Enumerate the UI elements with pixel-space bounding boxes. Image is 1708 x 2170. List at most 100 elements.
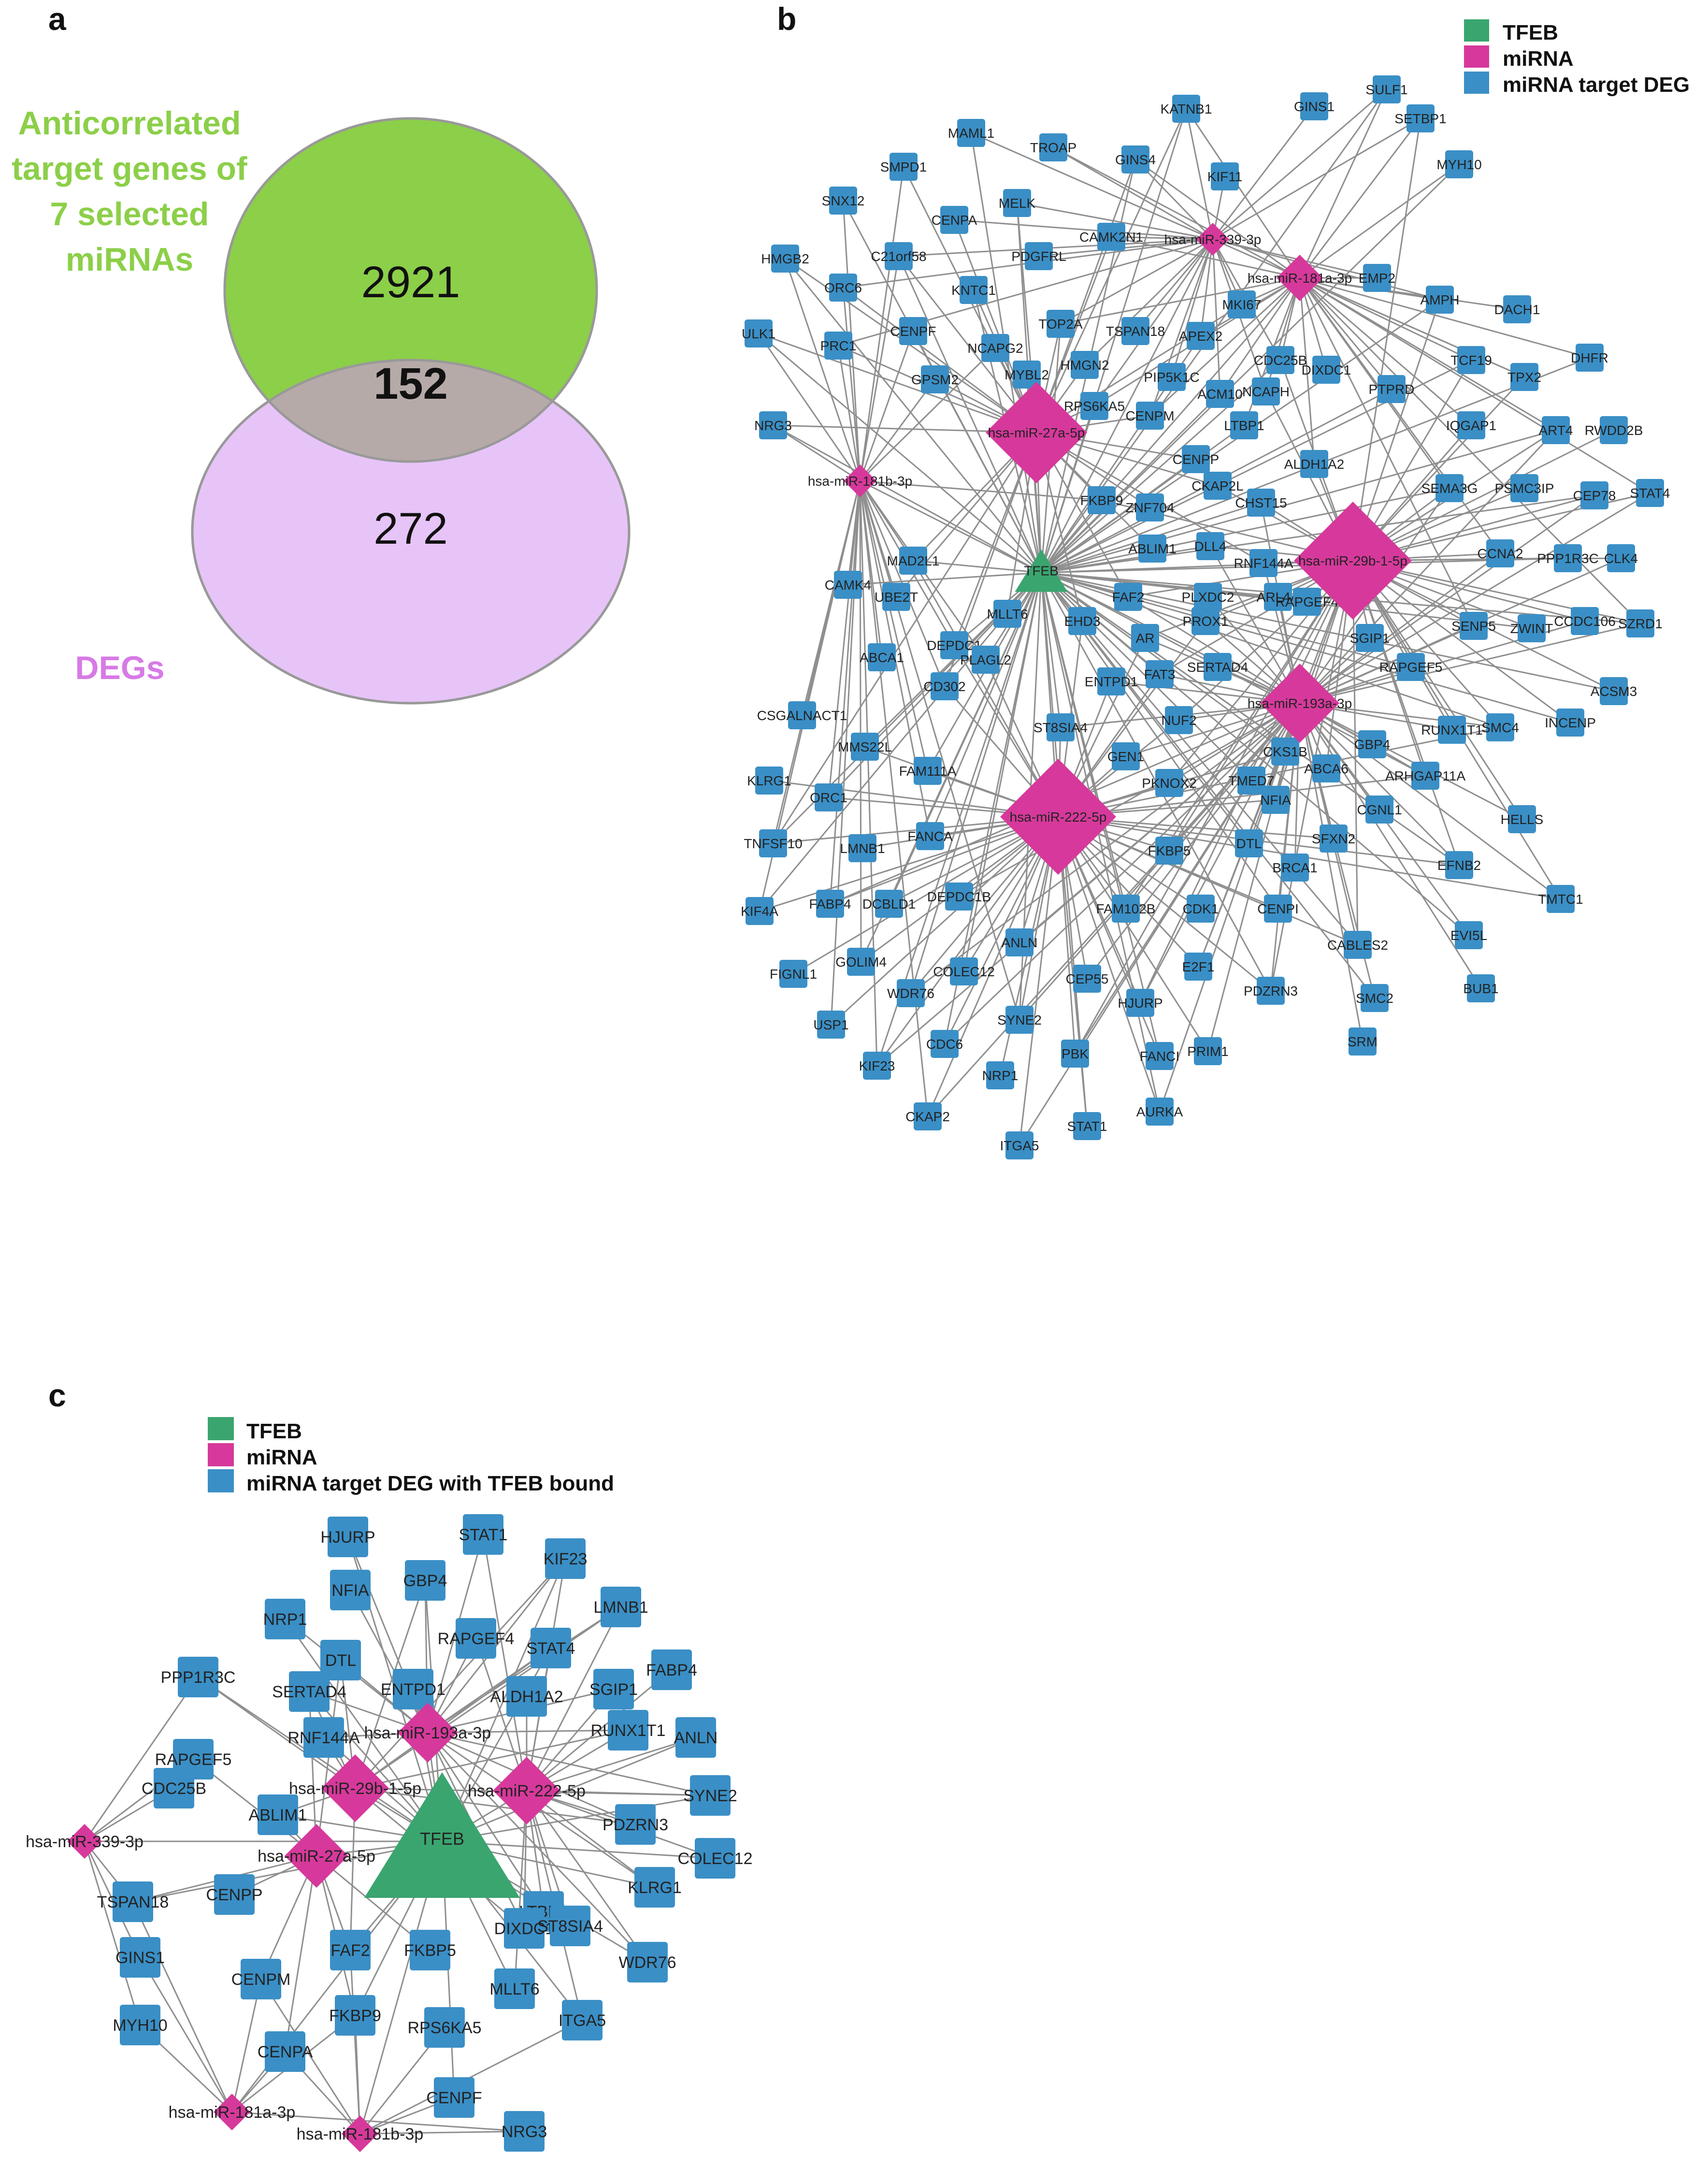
gene-node-smc2 [1361,984,1389,1012]
gene-node-sulf1 [1373,75,1401,103]
gene-node-cks1b [1271,738,1299,766]
gene-node-ckap2l [1204,472,1232,500]
gene-label: FAF2 [330,1941,370,1960]
edge [1041,572,1300,704]
gene-node-entpd1 [1097,667,1125,695]
gene-node-fabp4 [651,1649,692,1690]
edge [1299,277,1501,554]
gene-label: CD302 [923,679,965,694]
edge [1299,702,1522,820]
gene-label: FAM102B [1096,901,1156,916]
panel-a: a 2921 152 272 Anticorrelated target gen… [12,1,631,705]
gene-label: CENPI [1257,901,1299,916]
gene-label: PSMC3IP [1495,481,1554,496]
edge [1057,816,1209,1052]
edge [1041,494,1595,574]
gene-node-hmgb2 [771,245,799,273]
gene-label: CSGALNACT1 [757,708,847,723]
gene-label: TMED7 [1229,773,1275,788]
edge [1093,239,1214,406]
edge [1299,277,1590,359]
gene-node-golim4 [847,948,875,976]
gene-node-klrg1 [634,1867,675,1908]
gene-node-brca1 [1281,854,1309,882]
gene-label: AMPH [1421,292,1460,307]
gene-label: SMC4 [1481,720,1519,735]
gene-label: GINS1 [1294,99,1335,114]
gene-node-arl4a [1264,583,1292,611]
gene-node-faf2 [1114,583,1142,611]
gene-node-gen1 [1112,742,1140,770]
gene-label: EMP2 [1359,271,1395,286]
gene-label: PPP1R3C [161,1668,236,1687]
edge [837,345,861,481]
legend-c-deg-label: miRNA target DEG with TFEB bound [246,1472,614,1495]
gene-label: PROX1 [1183,614,1229,629]
mirna-label: hsa-miR-29b-1-5p [289,1779,421,1798]
gene-label: CAMK4 [825,578,871,593]
gene-node-mllt6 [494,1968,535,2009]
gene-node-melk [1003,189,1031,217]
gene-node-pdzrn3 [1257,977,1285,1005]
edge [1212,238,1440,301]
gene-label: PKNOX2 [1142,776,1197,791]
mirna-node-hsa-mir-181b-3p [342,2115,378,2152]
gene-label: APEX2 [1179,329,1222,344]
edge [1299,277,1475,626]
gene-node-fkbp5 [1155,837,1183,865]
gene-label: TNFSF10 [744,836,802,851]
edge [354,1580,426,1789]
gene-label: ORC6 [824,280,862,295]
gene-label: DLL4 [1194,539,1227,554]
edge [316,1660,342,1856]
edge [1299,277,1472,426]
gene-label: LMNB1 [593,1598,648,1617]
edge [759,572,1042,911]
edge [1212,106,1315,240]
gene-label: C21orf58 [871,249,926,264]
gene-node-fkbp5 [410,1930,450,1970]
gene-node-rapgef4 [1293,588,1321,616]
gene-label: FKBP9 [1080,493,1123,508]
edge [1212,238,1378,279]
edge [758,333,861,481]
gene-label: DHFR [1571,350,1608,365]
edge [1060,238,1213,325]
gene-label: RAPGEF4 [1276,594,1339,609]
edge [1041,572,1307,603]
edge [359,2130,525,2135]
gene-node-pip5k1c [1158,363,1186,391]
edge [829,480,861,904]
gene-label: KLRG1 [628,1879,682,1897]
legend-c-mirna-label: miRNA [246,1446,317,1469]
gene-label: CENPM [1125,408,1174,423]
gene-label: UBE2T [875,590,918,605]
gene-label: MAD2L1 [887,553,940,568]
gene-node-tspan18 [1121,317,1149,345]
edge [1212,239,1221,394]
gene-node-ar [1131,624,1159,652]
gene-label: ARHGAP11A [1385,768,1465,783]
edge [1041,458,1196,574]
gene-node-kntc1 [960,276,988,304]
gene-label: MYH10 [1436,157,1481,172]
edge [773,424,861,482]
gene-node-nrp1 [265,1599,305,1639]
gene-label: PIP5K1C [1144,370,1199,385]
gene-node-hjurp [1126,989,1154,1017]
edge [231,1979,262,2112]
edge [1040,393,1221,574]
gene-node-gins1 [1300,92,1328,120]
legend-mirna-label: miRNA [1503,47,1574,71]
gene-node-faf2 [330,1930,371,1970]
edge [427,1732,711,1796]
gene-node-itga5 [562,2000,603,2040]
gene-label: CEP78 [1573,488,1616,503]
gene-node-cenpp [214,1874,255,1915]
gene-label: LTBP1 [1224,418,1264,433]
gene-node-wdr76 [627,1942,668,1982]
gene-node-myh10 [120,2005,160,2045]
gene-label: PBK [1062,1046,1089,1061]
gene-label: COLEC12 [933,964,995,979]
